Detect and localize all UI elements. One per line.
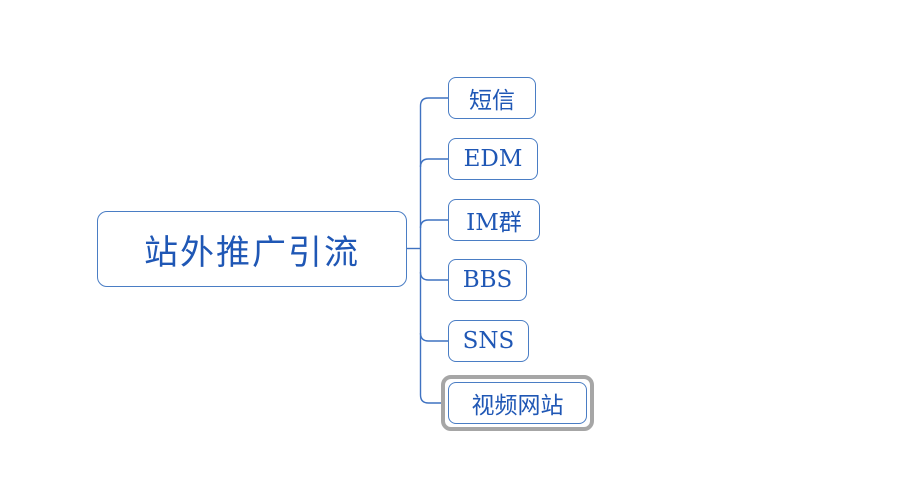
child-node-edm[interactable]: EDM — [448, 138, 538, 180]
child-node-label: BBS — [462, 267, 513, 293]
connector-branch-2 — [419, 158, 448, 168]
child-node-bbs[interactable]: BBS — [448, 259, 527, 301]
connector-branch-1 — [419, 97, 448, 107]
child-node-label: IM群 — [466, 210, 522, 236]
connector-branch-6 — [419, 394, 443, 404]
child-node-im-group[interactable]: IM群 — [448, 199, 540, 241]
child-node-label: 短信 — [469, 88, 515, 114]
connector-branch-4 — [419, 271, 448, 281]
child-node-video-site[interactable]: 视频网站 — [448, 382, 587, 424]
child-node-sms[interactable]: 短信 — [448, 77, 536, 119]
child-node-label: SNS — [462, 328, 515, 354]
root-node-label: 站外推广引流 — [144, 232, 360, 273]
child-node-label: 视频网站 — [471, 393, 564, 419]
root-node[interactable]: 站外推广引流 — [97, 211, 407, 287]
child-node-sns[interactable]: SNS — [448, 320, 529, 362]
connector-branch-5 — [419, 332, 448, 342]
connector-branch-3 — [419, 219, 448, 229]
child-node-label: EDM — [463, 146, 523, 172]
